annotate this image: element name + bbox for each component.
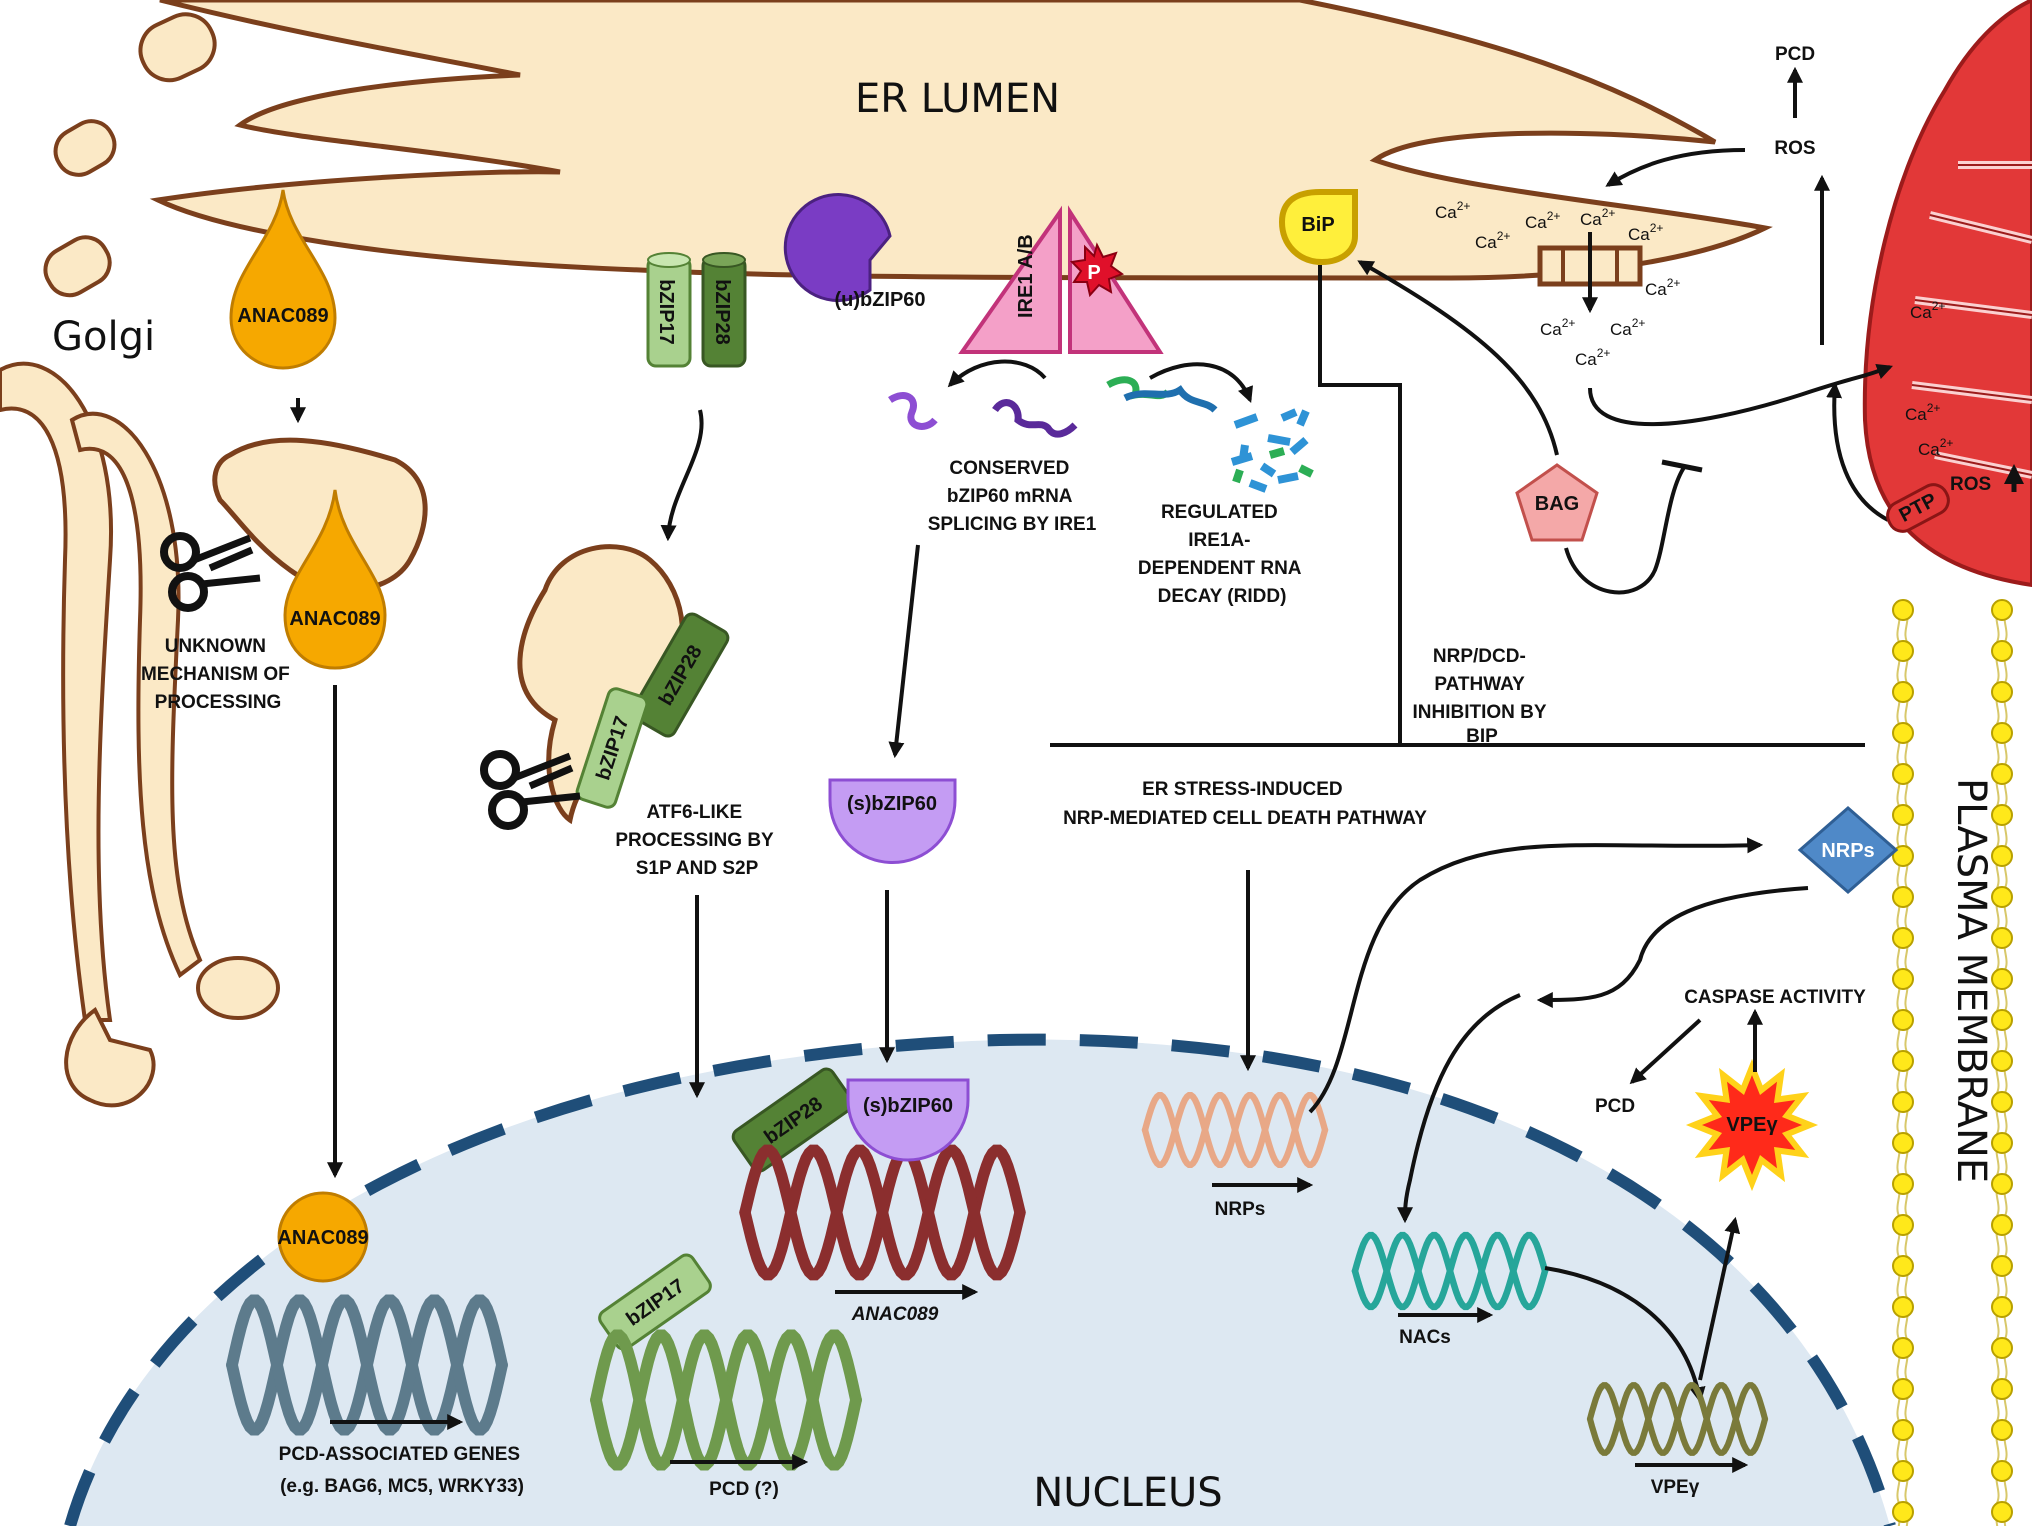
s-bzip60-label: (s)bZIP60 — [847, 793, 937, 815]
bip-inhibition-line — [1318, 265, 1402, 745]
vpeg-burst: VPEγ — [1685, 1058, 1819, 1192]
unknown-mechanism-text: UNKNOWN MECHANISM OF PROCESSING — [141, 636, 295, 713]
bag-inhibition-line — [1564, 464, 1687, 595]
arrow-nrps-to-split — [1536, 886, 1809, 1008]
ire1-label: IRE1 A/B — [1015, 234, 1037, 318]
anac089-golgi-label: ANAC089 — [289, 608, 380, 630]
nrp-pathway-text: ER STRESS-INDUCED NRP-MEDIATED CELL DEAT… — [1063, 779, 1427, 829]
vpeg-burst-label: VPEγ — [1726, 1114, 1778, 1136]
bzip28-er: bZIP28 — [701, 252, 747, 368]
lipid-bilayer — [1892, 599, 2013, 1526]
calcium-ion-label: Ca2+ — [1540, 316, 1575, 339]
nrps-gene-label: NRPs — [1215, 1199, 1266, 1220]
dna-helix-bzip17 — [590, 1329, 862, 1471]
vpeg-gene-label: VPEγ — [1651, 1477, 1700, 1498]
dna-helix-nacs — [1351, 1231, 1549, 1311]
scissors-icon — [160, 532, 261, 612]
calcium-ion-label: Ca2+ — [1575, 346, 1610, 369]
u-bzip60: (u)bZIP60 — [783, 193, 926, 311]
arrow-splicing-to-sbzip60 — [888, 544, 920, 759]
ros-mito-label: ROS — [1950, 474, 1991, 495]
arrow-caspase-to-pcd — [1629, 1018, 1702, 1085]
anac089-nuclear-label: ANAC089 — [277, 1227, 368, 1249]
nucleus-label: NUCLEUS — [1033, 1470, 1222, 1516]
nrps-diamond: NRPs — [1797, 806, 1899, 894]
scissors-icon — [480, 750, 581, 830]
anac089-golgi-drop: ANAC089 — [283, 489, 387, 670]
arrow-ros-to-er — [1605, 148, 1746, 187]
golgi-vesicle — [212, 437, 428, 593]
ros-top-label: ROS — [1774, 138, 1815, 159]
atf6-processing-text: ATF6-LIKE PROCESSING BY S1P AND S2P — [615, 802, 778, 879]
phospho-label: P — [1087, 262, 1100, 284]
arrow-nacs-to-vpe — [1544, 1266, 1706, 1404]
bzip17-er: bZIP17 — [646, 252, 692, 368]
s-bzip60-nuclear-label: (s)bZIP60 — [863, 1095, 953, 1117]
arrow-bzip-to-golgi — [660, 409, 704, 542]
s-bzip60: (s)bZIP60 — [828, 778, 957, 864]
er-lumen — [149, 0, 1773, 281]
bzip17-er-label: bZIP17 — [655, 279, 677, 345]
golgi-label: Golgi — [52, 314, 155, 360]
bag: BAG — [1515, 463, 1599, 542]
pcd-q-label: PCD (?) — [709, 1479, 779, 1500]
inhibition-bar — [1661, 459, 1703, 473]
arrow-bag-to-bip — [1357, 260, 1559, 456]
phosphorylation-burst: P — [1069, 242, 1125, 298]
bzip28-er-label: bZIP28 — [711, 279, 733, 345]
anac089-er-drop: ANAC089 — [229, 189, 337, 370]
s-bzip60-nuclear: (s)bZIP60 — [846, 1078, 970, 1162]
bzip17-golgi: bZIP17 — [575, 687, 649, 809]
pcd-genes-text: PCD-ASSOCIATED GENES (e.g. BAG6, MC5, WR… — [279, 1444, 526, 1497]
plasma-membrane-label: PLASMA MEMBRANE — [1948, 778, 1994, 1183]
bzip28-golgi: bZIP28 — [630, 612, 730, 738]
mrna-decay-fragments — [1106, 362, 1314, 493]
u-bzip60-label: (u)bZIP60 — [834, 289, 925, 311]
bag-label: BAG — [1535, 493, 1579, 515]
arrow-vpeg-gene-to-protein — [1698, 1216, 1741, 1381]
nacs-gene-label: NACs — [1399, 1327, 1451, 1348]
dna-helix-anac089 — [739, 1144, 1026, 1281]
ire1-dimer: IRE1 A/B — [958, 205, 1164, 354]
bzip60-splicing-text: CONSERVED bZIP60 mRNA SPLICING BY IRE1 — [928, 458, 1097, 535]
dna-helix-vpeg — [1586, 1382, 1769, 1456]
mrna-unspliced — [888, 359, 1078, 438]
arrow-ca-to-mito — [1588, 363, 1893, 427]
dna-helix-pcd-genes — [226, 1294, 508, 1436]
arrow-ptp — [1826, 381, 1889, 522]
ridd-text: REGULATED IRE1A- DEPENDENT RNA DECAY (RI… — [1138, 502, 1306, 607]
calcium-ion-label: Ca2+ — [1645, 276, 1680, 299]
anac089-gene-label: ANAC089 — [851, 1304, 939, 1325]
er-lumen-label: ER LUMEN — [855, 76, 1060, 122]
arrow-nrps-to-pm — [1308, 837, 1764, 1114]
mitochondrion — [1862, 0, 2032, 588]
caspase-activity-label: CASPASE ACTIVITY — [1684, 987, 1866, 1008]
bip-label: BiP — [1301, 214, 1334, 236]
anac089-nuclear: ANAC089 — [277, 1191, 369, 1283]
calcium-ion-label: Ca2+ — [1610, 316, 1645, 339]
anac089-label: ANAC089 — [237, 305, 328, 327]
nrp-inhibition-text: NRP/DCD- PATHWAY INHIBITION BY BIP — [1413, 646, 1552, 747]
pcd-top-label: PCD — [1775, 44, 1815, 65]
dna-helix-nrps — [1141, 1092, 1329, 1168]
pcd-caspase-label: PCD — [1595, 1096, 1635, 1117]
bip: BiP — [1278, 189, 1358, 266]
nrps-label: NRPs — [1821, 840, 1874, 862]
arrow-to-nacs — [1397, 993, 1521, 1224]
